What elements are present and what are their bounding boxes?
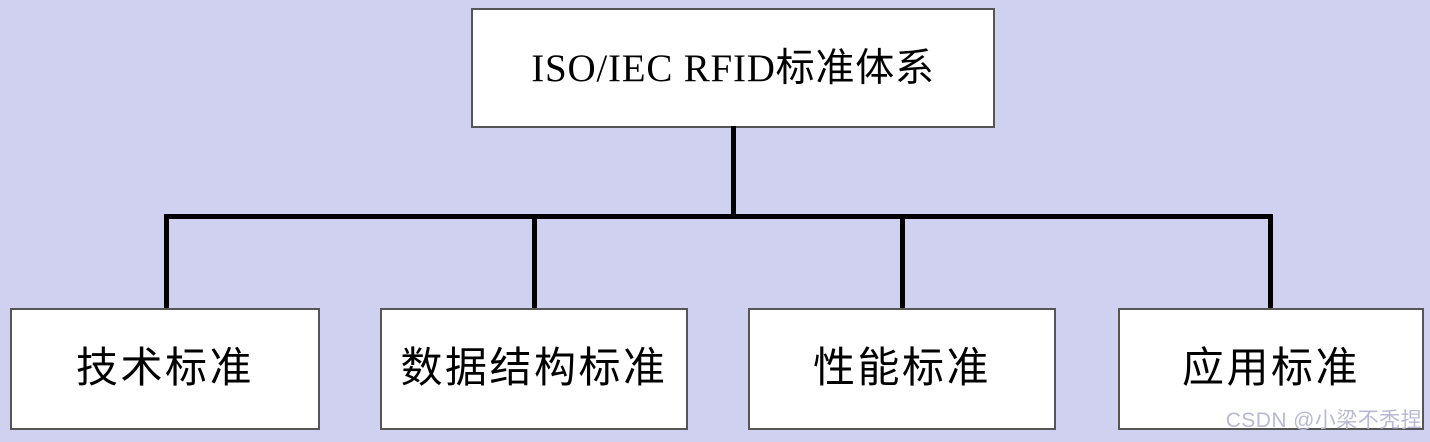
child-node-label: 性能标准 [812,346,992,392]
connector-horizontal-bus [164,214,1273,219]
root-node-label: ISO/IEC RFID标准体系 [531,46,935,90]
child-node-technical-standard[interactable]: 技术标准 [10,308,320,430]
connector-drop-performance-standard [900,214,905,310]
child-node-performance-standard[interactable]: 性能标准 [748,308,1056,430]
root-node[interactable]: ISO/IEC RFID标准体系 [471,8,995,128]
connector-drop-application-standard [1268,214,1273,310]
child-node-application-standard[interactable]: 应用标准 [1118,308,1424,430]
connector-root-stem [731,126,736,219]
child-node-label: 数据结构标准 [400,346,668,392]
child-node-label: 技术标准 [75,346,255,392]
child-node-data-structure-standard[interactable]: 数据结构标准 [380,308,688,430]
connector-drop-data-structure-standard [532,214,537,310]
child-node-label: 应用标准 [1181,346,1361,392]
connector-drop-technical-standard [164,214,169,310]
